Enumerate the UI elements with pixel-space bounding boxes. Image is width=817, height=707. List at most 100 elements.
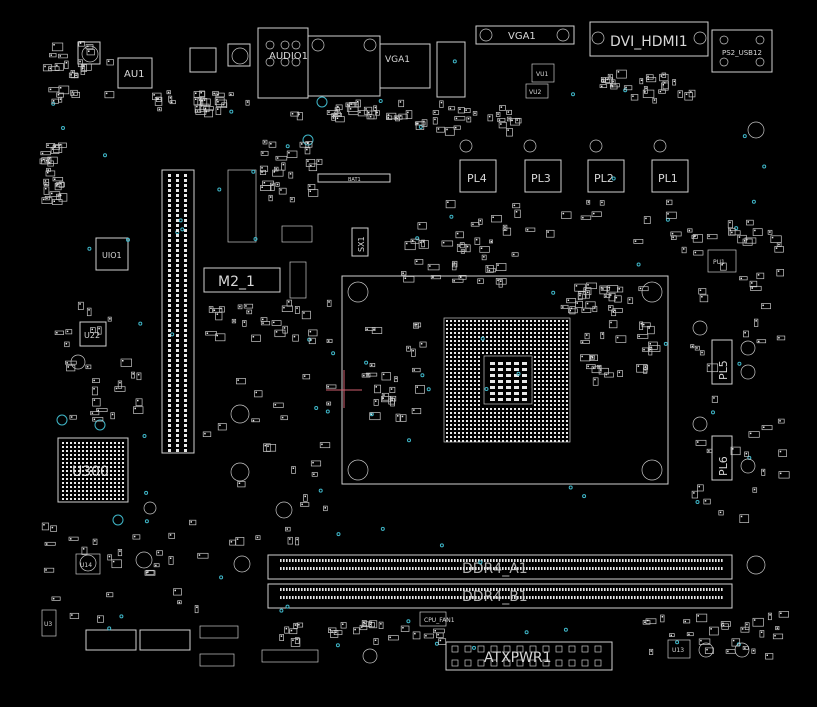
cpu-pin <box>534 352 536 354</box>
smd-pad <box>337 105 339 108</box>
cpu-pin <box>474 328 476 330</box>
smd-pad <box>397 415 399 417</box>
smd-pad <box>112 560 115 563</box>
via <box>285 144 290 149</box>
cpu-pin <box>462 440 464 442</box>
smd-pad <box>661 616 664 618</box>
cpu-pin <box>558 332 560 334</box>
dimm-pin <box>469 567 471 570</box>
cpu-pin <box>454 368 456 370</box>
cpu-pin <box>566 328 568 330</box>
smd-part <box>272 169 284 177</box>
cpu-pin <box>486 332 488 334</box>
dimm-pin <box>628 588 630 591</box>
via <box>285 604 290 609</box>
dimm-pin <box>472 559 474 562</box>
cpu-pin <box>486 408 488 410</box>
cpu-pin <box>550 356 552 358</box>
cpu-pin <box>526 336 528 338</box>
smd-part <box>268 194 273 202</box>
dimm-pin <box>283 588 285 591</box>
cpu-pin <box>454 404 456 406</box>
u300-ball <box>102 446 104 448</box>
smd-pad <box>744 647 746 649</box>
dimm-pin <box>481 559 483 562</box>
cpu-center-pad <box>498 374 503 377</box>
dimm-pin <box>382 588 384 591</box>
dimm-pin <box>646 559 648 562</box>
smd-part <box>78 41 85 47</box>
dimm-pin <box>607 559 609 562</box>
u300-ball <box>82 486 84 488</box>
dimm-pin <box>289 559 291 562</box>
smd-pad <box>93 379 95 382</box>
cpu-pin <box>534 340 536 342</box>
dimm-pin <box>355 559 357 562</box>
cpu-pin <box>478 408 480 410</box>
cpu-pin <box>550 384 552 386</box>
cpu-pin <box>534 364 536 366</box>
cpu-pin <box>566 432 568 434</box>
via <box>484 387 489 391</box>
dimm-pin <box>709 559 711 562</box>
cpu-pin <box>466 344 468 346</box>
smd-part <box>616 69 627 79</box>
dimm-pin <box>451 559 453 562</box>
u300-ball <box>86 486 88 488</box>
dimm-pin <box>475 567 477 570</box>
cpu-pin <box>562 376 564 378</box>
cpu-pin <box>530 420 532 422</box>
cpu-pin <box>462 412 464 414</box>
cpu-pin <box>534 432 536 434</box>
dimm-pin <box>298 567 300 570</box>
cpu-pin <box>466 436 468 438</box>
smd-part <box>514 209 521 218</box>
smd-pad <box>342 623 344 625</box>
pcie-pin <box>176 219 179 222</box>
smd-pad <box>48 158 51 160</box>
cpu-pin <box>478 396 480 398</box>
smd-part <box>362 621 372 627</box>
smd-pad <box>216 334 218 337</box>
via <box>126 237 130 242</box>
pcie-pin <box>176 424 179 427</box>
pcie-pin <box>176 399 179 402</box>
dimm-pin <box>526 588 528 591</box>
cpu-pin <box>446 320 448 322</box>
cpu-pin <box>562 396 564 398</box>
u300-ball <box>94 482 96 484</box>
cpu-pin <box>550 372 552 374</box>
pcie-pin <box>184 284 187 287</box>
smd-part <box>659 73 669 82</box>
via <box>406 619 411 624</box>
u300-ball <box>70 442 72 444</box>
smd-part <box>412 367 421 373</box>
dimm-pin <box>502 588 504 591</box>
smd-pad <box>745 452 748 455</box>
dimm-pin <box>397 588 399 591</box>
dimm-pin <box>457 567 459 570</box>
dimm-pin <box>634 596 636 599</box>
pcie-pin <box>176 289 179 292</box>
smd-part <box>649 648 654 655</box>
smd-part <box>585 290 590 299</box>
u300-ball <box>102 466 104 468</box>
cpu-pin <box>478 392 480 394</box>
dimm-pin <box>286 559 288 562</box>
dimm-pin <box>397 559 399 562</box>
cpu-pin <box>514 428 516 430</box>
dimm-pin <box>466 567 468 570</box>
cpu-pin <box>502 424 504 426</box>
cpu-pin <box>510 344 512 346</box>
smd-pad <box>422 241 424 243</box>
dimm-pin <box>640 596 642 599</box>
pcie-pin <box>176 314 179 317</box>
u300-ball <box>110 466 112 468</box>
cpu-pin <box>466 328 468 330</box>
smd-pad <box>504 226 506 228</box>
cpu-pin <box>566 360 568 362</box>
dimm-pin <box>298 559 300 562</box>
cpu-pin <box>538 436 540 438</box>
cpu-pin <box>474 384 476 386</box>
smd-part <box>711 395 718 403</box>
